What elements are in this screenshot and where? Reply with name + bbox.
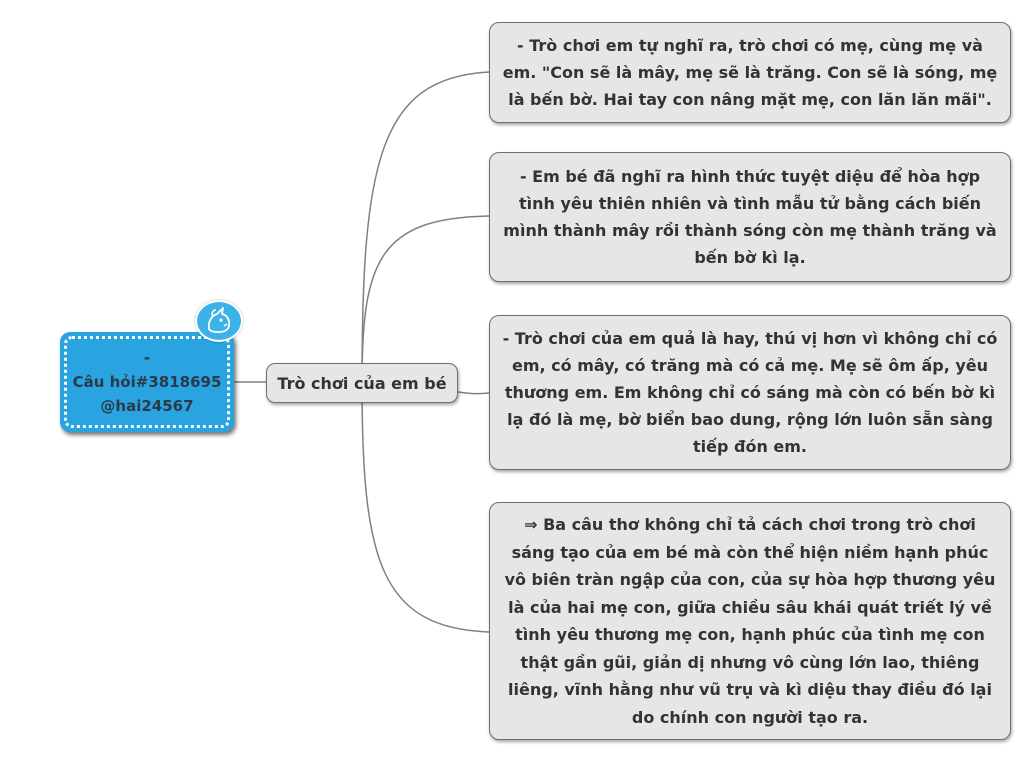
root-topic[interactable]: - Câu hỏi#3818695 @hai24567 xyxy=(60,332,234,432)
root-topic-line-3: @hai24567 xyxy=(100,397,194,415)
branch-topic-3-text: - Trò chơi của em quả là hay, thú vị hơn… xyxy=(502,329,998,456)
connector-center-to-branch-4 xyxy=(361,381,490,633)
root-topic-border: - Câu hỏi#3818695 @hai24567 xyxy=(64,336,230,428)
connector-center-to-branch-2 xyxy=(361,215,490,383)
branch-topic-2-text: - Em bé đã nghĩ ra hình thức tuyệt diệu … xyxy=(503,167,997,267)
connector-center-to-branch-3 xyxy=(457,391,490,395)
branch-topic-2[interactable]: - Em bé đã nghĩ ra hình thức tuyệt diệu … xyxy=(489,152,1011,282)
branch-topic-1-text: - Trò chơi em tự nghĩ ra, trò chơi có mẹ… xyxy=(502,36,998,109)
center-topic[interactable]: Trò chơi của em bé xyxy=(266,363,458,403)
root-topic-line-2: Câu hỏi#3818695 xyxy=(72,373,222,391)
connector-center-to-branch-1 xyxy=(361,71,490,383)
unicorn-icon xyxy=(195,300,243,342)
branch-topic-3[interactable]: - Trò chơi của em quả là hay, thú vị hơn… xyxy=(489,315,1011,470)
branch-topic-4-text: ⇒ Ba câu thơ không chỉ tả cách chơi tron… xyxy=(504,515,996,727)
root-topic-line-1: - xyxy=(143,349,151,367)
branch-topic-1[interactable]: - Trò chơi em tự nghĩ ra, trò chơi có mẹ… xyxy=(489,22,1011,123)
branch-topic-4[interactable]: ⇒ Ba câu thơ không chỉ tả cách chơi tron… xyxy=(489,502,1011,740)
